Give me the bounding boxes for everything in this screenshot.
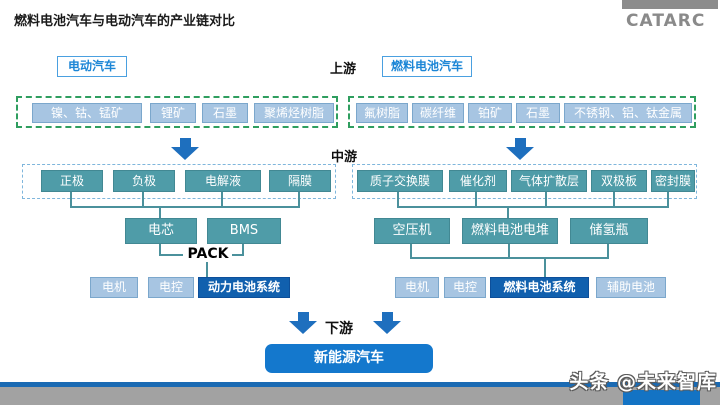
fcv-component: 双极板 <box>591 170 647 192</box>
ev-raw-materials-group: 镍、钴、锰矿 锂矿 石墨 聚烯烃树脂 <box>16 96 338 128</box>
connector-line <box>70 192 72 208</box>
fcv-component: 密封膜 <box>651 170 695 192</box>
fcv-chain-label: 燃料电池汽车 <box>382 56 472 77</box>
ev-raw-material: 石墨 <box>202 103 248 123</box>
connector-line <box>544 257 546 277</box>
fcv-system: 电控 <box>444 277 486 298</box>
arrow-stem <box>514 138 526 147</box>
connector-line <box>507 206 509 218</box>
connector-line <box>206 262 208 277</box>
fcv-stack-part: 储氢瓶 <box>570 218 648 244</box>
fcv-stack-part: 燃料电池电堆 <box>462 218 558 244</box>
fcv-raw-material: 铂矿 <box>468 103 512 123</box>
bottom-blue-rect <box>623 390 700 405</box>
connector-line <box>159 254 183 256</box>
arrow-stem <box>381 312 393 321</box>
arrow-head <box>506 147 534 160</box>
arrow-head <box>289 321 317 334</box>
connector-line <box>242 244 244 256</box>
ev-component: 隔膜 <box>269 170 331 192</box>
fcv-raw-material: 氟树脂 <box>356 103 408 123</box>
ev-components-group: 正极 负极 电解液 隔膜 <box>22 164 336 199</box>
pack-label: PACK <box>187 246 229 262</box>
down-arrow-icon <box>289 312 317 334</box>
connector-line <box>508 244 510 259</box>
catarc-logo: CATARC <box>626 11 706 31</box>
ev-raw-material: 聚烯烃树脂 <box>254 103 334 123</box>
connector-line <box>545 192 547 208</box>
fcv-raw-materials-group: 氟树脂 碳纤维 铂矿 石墨 不锈钢、铝、钛金属 <box>348 96 696 128</box>
fcv-system: 电机 <box>395 277 439 298</box>
down-arrow-icon <box>506 138 534 160</box>
fcv-fuel-cell-system: 燃料电池系统 <box>490 277 589 298</box>
ev-component: 负极 <box>113 170 175 192</box>
arrow-stem <box>297 312 309 321</box>
connector-line <box>475 192 477 208</box>
fcv-raw-material: 不锈钢、铝、钛金属 <box>564 103 692 123</box>
connector-line <box>159 244 161 256</box>
arrow-head <box>171 147 199 160</box>
connector-line <box>159 206 161 218</box>
ev-cell-box: 电芯 <box>125 218 197 244</box>
connector-line <box>397 206 669 208</box>
ev-bms-box: BMS <box>207 218 281 244</box>
fcv-component: 气体扩散层 <box>511 170 587 192</box>
arrow-stem <box>179 138 191 147</box>
ev-raw-material: 锂矿 <box>150 103 196 123</box>
watermark: 头条 @未来智库 <box>569 371 717 393</box>
ev-raw-material: 镍、钴、锰矿 <box>32 103 142 123</box>
ev-battery-system: 动力电池系统 <box>198 277 290 298</box>
fcv-stack-part: 空压机 <box>374 218 450 244</box>
connector-line <box>397 192 399 208</box>
fcv-raw-material: 碳纤维 <box>412 103 464 123</box>
arrow-head <box>373 321 401 334</box>
fcv-component: 催化剂 <box>449 170 507 192</box>
connector-line <box>410 257 609 259</box>
connector-line <box>142 192 144 208</box>
connector-line <box>667 192 669 208</box>
midstream-label: 中游 <box>331 150 358 165</box>
upstream-label: 上游 <box>330 62 357 77</box>
connector-line <box>221 192 223 208</box>
ev-chain-label: 电动汽车 <box>57 56 127 77</box>
connector-line <box>232 254 244 256</box>
connector-line <box>607 244 609 259</box>
fcv-component: 质子交换膜 <box>357 170 443 192</box>
ev-component: 电解液 <box>185 170 261 192</box>
page-title: 燃料电池汽车与电动汽车的产业链对比 <box>14 14 236 29</box>
connector-line <box>70 206 300 208</box>
ev-system: 电机 <box>90 277 138 298</box>
down-arrow-icon <box>171 138 199 160</box>
fcv-raw-material: 石墨 <box>516 103 560 123</box>
fcv-system: 辅助电池 <box>596 277 666 298</box>
ev-component: 正极 <box>41 170 103 192</box>
downstream-label: 下游 <box>325 321 353 337</box>
connector-line <box>613 192 615 208</box>
connector-line <box>298 192 300 208</box>
bottom-gray-bar <box>0 387 720 405</box>
fcv-components-group: 质子交换膜 催化剂 气体扩散层 双极板 密封膜 <box>352 164 697 199</box>
bottom-blue-line <box>0 382 720 387</box>
catarc-logo-bar <box>622 0 718 9</box>
down-arrow-icon <box>373 312 401 334</box>
connector-line <box>410 244 412 259</box>
new-energy-vehicle-box: 新能源汽车 <box>265 344 433 373</box>
ev-system: 电控 <box>148 277 194 298</box>
